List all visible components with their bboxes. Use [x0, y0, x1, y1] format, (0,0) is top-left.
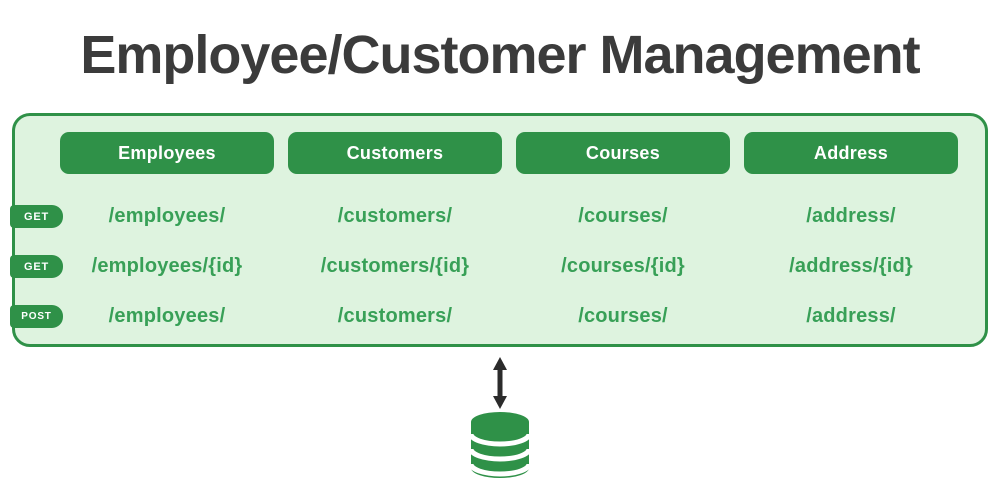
method-badge-get: GET — [10, 205, 63, 228]
endpoint-cell: /employees/{id} — [91, 254, 243, 277]
endpoint-cell: /courses/ — [578, 204, 668, 227]
endpoint-cell: /customers/ — [337, 304, 453, 327]
endpoint-cell: /customers/{id} — [320, 254, 470, 277]
endpoint-rows: /employees/ /customers/ /courses/ /addre… — [60, 202, 958, 352]
endpoint-cell: /employees/ — [108, 304, 226, 327]
endpoint-cell: /courses/ — [578, 304, 668, 327]
endpoint-cell: /address/{id} — [789, 254, 913, 277]
method-badge-post: POST — [10, 305, 63, 328]
endpoint-cell: /customers/ — [337, 204, 453, 227]
endpoint-row-post: /employees/ /customers/ /courses/ /addre… — [60, 302, 958, 330]
method-badge-get: GET — [10, 255, 63, 278]
endpoint-cell: /address/ — [806, 204, 896, 227]
endpoint-cell: /courses/{id} — [561, 254, 685, 277]
column-button-customers[interactable]: Customers — [288, 132, 502, 174]
endpoint-cell: /address/ — [806, 304, 896, 327]
up-down-arrow-icon — [491, 357, 509, 409]
column-header-row: Employees Customers Courses Address — [60, 132, 958, 174]
api-endpoints-panel: Employees Customers Courses Address GET … — [10, 113, 988, 347]
database-icon — [468, 411, 532, 479]
column-button-address[interactable]: Address — [744, 132, 958, 174]
endpoint-cell: /employees/ — [108, 204, 226, 227]
endpoint-row-get-by-id: /employees/{id} /customers/{id} /courses… — [60, 252, 958, 280]
column-button-employees[interactable]: Employees — [60, 132, 274, 174]
page-title: Employee/Customer Management — [80, 25, 920, 85]
endpoint-row-get-list: /employees/ /customers/ /courses/ /addre… — [60, 202, 958, 230]
column-button-courses[interactable]: Courses — [516, 132, 730, 174]
